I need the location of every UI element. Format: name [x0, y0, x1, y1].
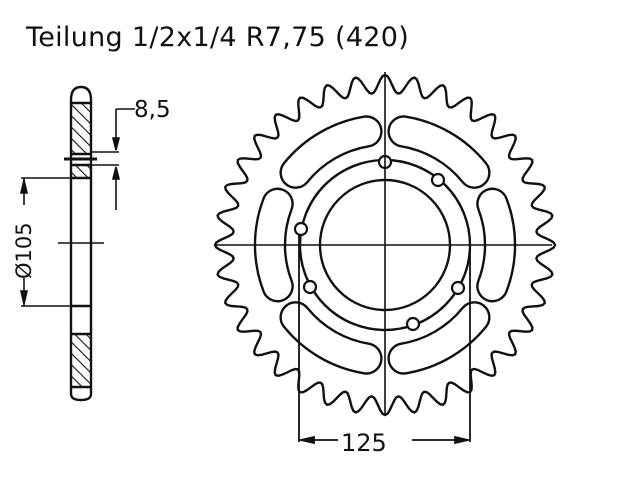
bolt-holes — [293, 154, 466, 332]
bolt-hole — [405, 316, 421, 332]
lightening-slot — [476, 187, 517, 303]
bolt-hole — [302, 279, 318, 295]
bolt-distance-label: 125 — [341, 429, 387, 457]
center-lines — [215, 72, 552, 415]
lightening-slot — [387, 115, 491, 189]
drawing-title: Teilung 1/2x1/4 R7,75 (420) — [26, 22, 410, 53]
thickness-label: 8,5 — [134, 97, 171, 123]
hub-diameter-label: Ø105 — [12, 222, 36, 279]
lightening-slot — [279, 115, 383, 189]
dimension-hub-diameter — [19, 177, 71, 307]
dimension-bolt-distance — [298, 235, 471, 445]
lightening-slot — [253, 187, 294, 303]
lightening-slot — [279, 301, 383, 375]
side-view — [58, 85, 104, 402]
lightening-slots — [253, 115, 517, 375]
bolt-hole — [293, 221, 309, 237]
dimension-thickness — [91, 108, 135, 210]
bolt-hole — [450, 280, 466, 296]
bolt-hole — [430, 172, 446, 188]
lightening-slot — [387, 301, 491, 375]
